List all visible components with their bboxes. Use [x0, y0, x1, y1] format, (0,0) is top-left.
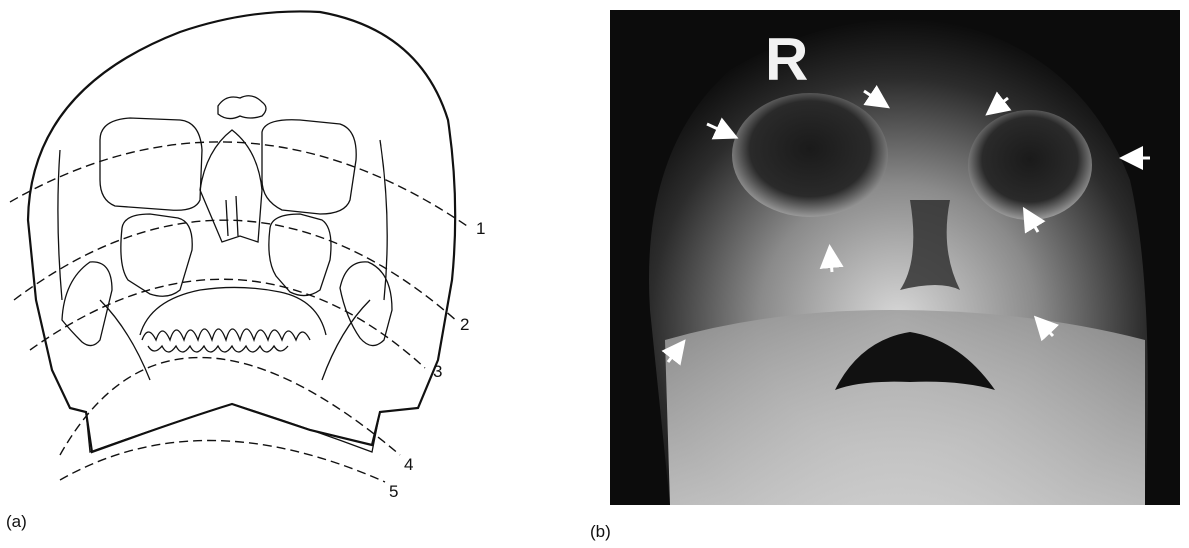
- nasal-cavity: [200, 130, 262, 242]
- teeth-row: [142, 329, 310, 340]
- right-orbit-dark: [968, 110, 1092, 220]
- left-orbit-dark: [732, 93, 888, 217]
- left-maxillary-sinus: [121, 214, 192, 296]
- lower-teeth-row: [148, 346, 288, 352]
- line-number-5: 5: [389, 482, 398, 501]
- left-orbit: [100, 118, 202, 210]
- nasal-bone: [218, 96, 266, 119]
- nasal-septum: [226, 196, 238, 236]
- right-orbit: [262, 120, 356, 214]
- panel-a-label: (a): [6, 512, 27, 532]
- line-number-3: 3: [433, 362, 442, 381]
- arrow-icon: [830, 250, 832, 272]
- line-number-2: 2: [460, 315, 469, 334]
- mandible-outline: [86, 404, 380, 452]
- skull-outline: [28, 11, 455, 452]
- line-number-4: 4: [404, 455, 413, 474]
- skull-line-diagram: 1 2 3 4 5: [0, 0, 600, 548]
- side-marker-r: R: [765, 26, 808, 93]
- dashed-line-3: [30, 279, 425, 368]
- right-maxillary-sinus: [269, 214, 331, 296]
- line-number-1: 1: [476, 219, 485, 238]
- left-ramus: [62, 262, 112, 346]
- xray-radiograph: R: [610, 10, 1180, 505]
- panel-b-label: (b): [590, 522, 611, 542]
- dashed-line-1: [10, 142, 470, 228]
